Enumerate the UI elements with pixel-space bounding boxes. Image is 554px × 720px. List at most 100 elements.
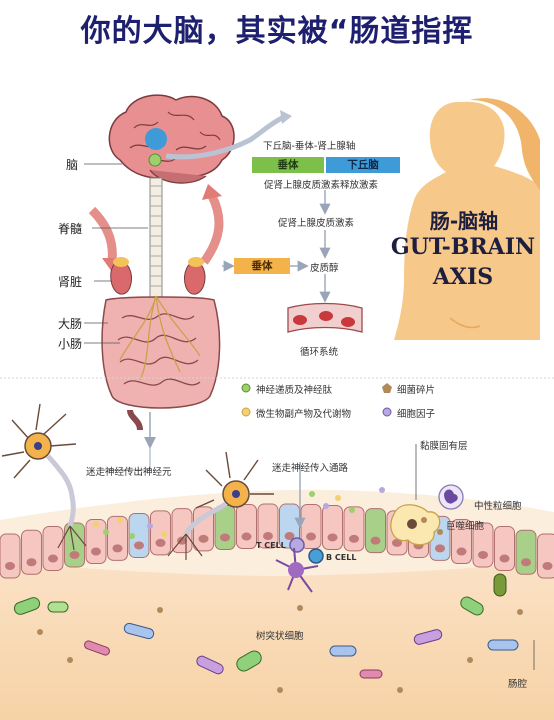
lumen-label: 肠腔 bbox=[508, 679, 528, 690]
pituitary-box-2: 垂体 bbox=[234, 258, 290, 274]
hpa-heading: 下丘脑-垂体-肾上腺轴 bbox=[263, 141, 356, 152]
epithelial-nucleus bbox=[198, 534, 209, 543]
epithelial-nucleus bbox=[306, 532, 316, 541]
epithelial-cell bbox=[128, 512, 150, 558]
down-curve-arrow bbox=[88, 206, 117, 263]
efferent-neuron bbox=[1, 403, 87, 551]
legend-cytokines: 细胞因子 bbox=[397, 409, 436, 420]
epithelial-nucleus bbox=[392, 538, 402, 547]
blood-vessel bbox=[287, 302, 363, 333]
molecule-dot bbox=[437, 529, 443, 535]
molecule-dot bbox=[517, 609, 523, 615]
epithelial-nucleus bbox=[26, 558, 37, 567]
molecule-dots bbox=[37, 487, 523, 693]
molecule-dot bbox=[67, 657, 73, 663]
epithelial-nucleus bbox=[5, 562, 15, 570]
epithelial-cell bbox=[451, 519, 472, 565]
vagus-in-label: 迷走神经传入通路 bbox=[272, 463, 349, 474]
epithelial-nucleus bbox=[521, 558, 531, 567]
molecule-dot bbox=[161, 531, 167, 537]
axis-title-en-line2: AXIS bbox=[432, 264, 494, 290]
page-title: 你的大脑，其实被“肠道指挥 bbox=[80, 14, 474, 49]
epithelial-cell bbox=[494, 526, 515, 572]
epithelial-nucleus bbox=[478, 550, 488, 559]
dendritic-label: 树突状细胞 bbox=[256, 631, 304, 642]
spine-label: 脊髓 bbox=[58, 222, 83, 236]
pituitary-box: 垂体 bbox=[252, 157, 324, 173]
brain-illustration bbox=[108, 94, 235, 184]
epithelial-cell bbox=[236, 504, 257, 550]
macrophage bbox=[390, 504, 441, 546]
epithelial-cell bbox=[322, 504, 343, 550]
epithelial-nucleus bbox=[499, 554, 510, 563]
molecule-dot bbox=[103, 529, 109, 535]
epithelial-nucleus bbox=[220, 533, 230, 542]
right-adrenal bbox=[188, 257, 204, 267]
up-curve-arrowhead bbox=[202, 184, 222, 200]
dendritic-cell bbox=[275, 547, 319, 593]
gut-nerve-branches bbox=[119, 295, 201, 381]
crh-label: 促肾上腺皮质激素释放激素 bbox=[264, 180, 379, 191]
molecule-dot bbox=[309, 491, 315, 497]
small-intestine-label: 小肠 bbox=[58, 337, 83, 351]
epithelial-nucleus bbox=[155, 538, 166, 547]
epithelial-cell bbox=[515, 529, 537, 575]
left-adrenal bbox=[113, 257, 129, 267]
molecule-dot bbox=[117, 517, 123, 523]
neutrophil-label: 中性粒细胞 bbox=[474, 501, 522, 512]
silhouette-figure bbox=[394, 98, 540, 340]
molecule-dot bbox=[277, 687, 283, 693]
hypothalamus-box: 下丘脑 bbox=[326, 157, 400, 173]
hpa-flow-arrows bbox=[290, 190, 331, 303]
epithelial-nucleus bbox=[134, 541, 144, 550]
neuro-legend-icon bbox=[241, 383, 251, 393]
axis-title-en: GUT-BRAIN AXIS bbox=[378, 232, 548, 292]
afferent-neuron bbox=[167, 451, 274, 560]
epithelial-nucleus bbox=[48, 554, 58, 563]
bcell-label: B CELL bbox=[326, 553, 357, 562]
epithelial-cell bbox=[257, 503, 279, 549]
bacteria bbox=[13, 573, 519, 679]
acth-label: 促肾上腺皮质激素 bbox=[278, 218, 355, 229]
epithelial-cell bbox=[85, 519, 107, 565]
epithelial-cell bbox=[472, 522, 494, 568]
kidney-label: 肾脏 bbox=[58, 275, 83, 289]
epithelial-cell bbox=[21, 529, 42, 575]
lumen-background bbox=[0, 548, 554, 720]
molecule-dot bbox=[349, 507, 355, 513]
epithelial-cell bbox=[365, 508, 386, 554]
epithelial-nucleus bbox=[112, 544, 123, 553]
cytokine-legend-icon bbox=[382, 407, 392, 417]
vagus-out-label: 迷走神经传出神经元 bbox=[86, 467, 172, 478]
epithelial-nucleus bbox=[349, 534, 359, 543]
molecule-dot bbox=[335, 495, 341, 501]
macrophage-label: 巨噬细胞 bbox=[446, 521, 485, 532]
metabolite-legend-icon bbox=[241, 407, 251, 417]
brain-label: 脑 bbox=[66, 158, 79, 172]
epithelial-nucleus bbox=[263, 532, 273, 541]
epithelial-nucleus bbox=[91, 547, 101, 556]
epithelial-cell bbox=[171, 508, 193, 554]
epithelial-cell bbox=[150, 510, 171, 556]
legend-debris: 细菌碎片 bbox=[397, 385, 436, 396]
molecule-dot bbox=[297, 605, 303, 611]
spinal-cord bbox=[149, 177, 163, 299]
molecule-dot bbox=[379, 487, 385, 493]
brain-to-hpa-arrow bbox=[165, 115, 284, 160]
molecule-dot bbox=[147, 523, 153, 529]
large-intestine-label: 大肠 bbox=[58, 317, 83, 331]
epithelial-nucleus bbox=[284, 532, 295, 541]
epithelial-nucleus bbox=[456, 547, 467, 556]
molecule-dot bbox=[397, 687, 403, 693]
molecule-dot bbox=[129, 533, 135, 539]
epithelial-cell bbox=[107, 515, 128, 561]
epithelial-cell bbox=[0, 533, 21, 579]
epithelial-cell bbox=[537, 533, 554, 579]
molecule-dot bbox=[157, 607, 163, 613]
epithelial-nucleus bbox=[327, 533, 338, 542]
axis-title-cn: 肠-脑轴 bbox=[429, 209, 499, 233]
molecule-dot bbox=[323, 503, 329, 509]
legend-neuro: 神经递质及神经肽 bbox=[256, 385, 333, 396]
lamina-label: 黏膜固有层 bbox=[420, 441, 468, 452]
